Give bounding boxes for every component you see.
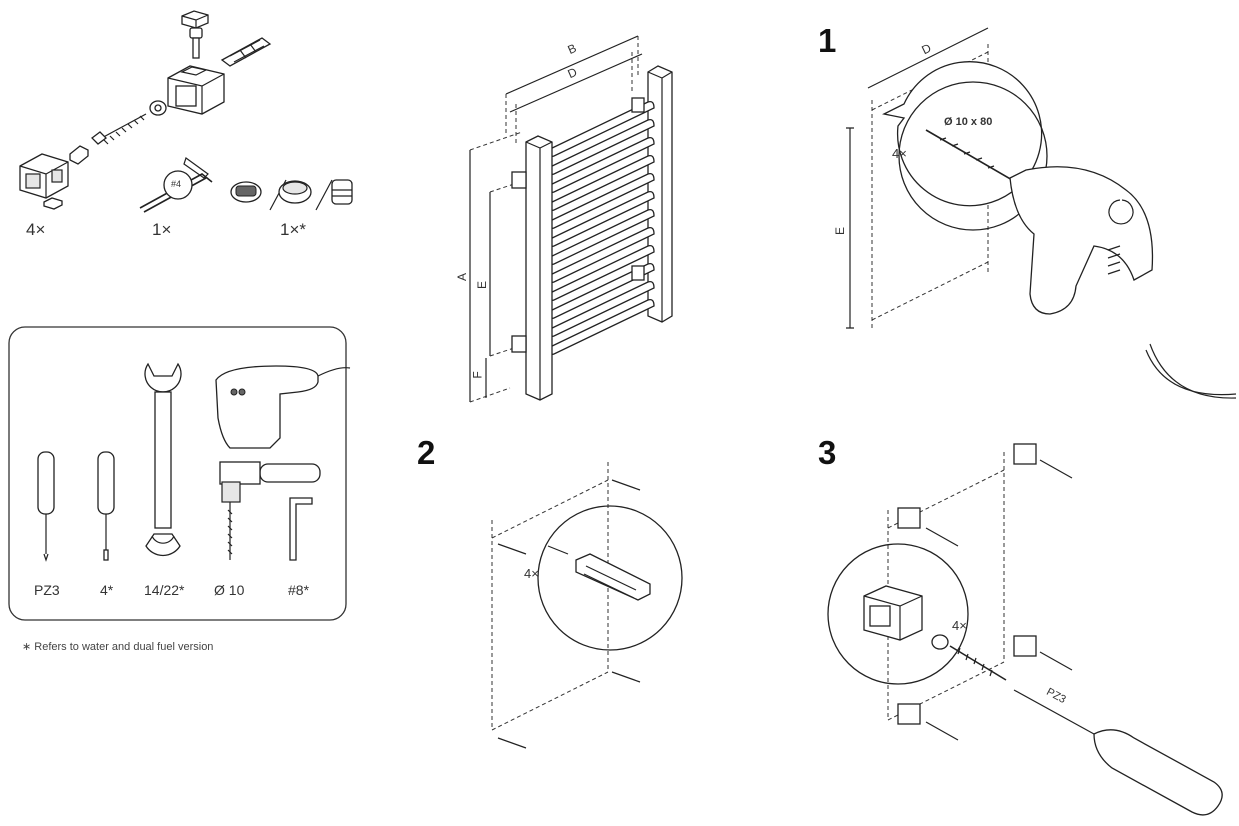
step3-drawing xyxy=(827,443,1223,816)
step2-quantity: 4× xyxy=(524,566,539,581)
tool-label-flat: 4* xyxy=(100,582,114,598)
flat-screwdriver-icon xyxy=(97,451,115,561)
allen-key-size-label: #4 xyxy=(171,179,182,189)
allen-key-part xyxy=(139,157,213,213)
tool-label-pz3: PZ3 xyxy=(34,582,60,598)
wrench-icon xyxy=(144,362,182,557)
step1-quantity: 4× xyxy=(892,146,907,161)
step3-quantity: 4× xyxy=(952,618,967,633)
step-1-number: 1 xyxy=(818,22,837,59)
footnote: ∗ Refers to water and dual fuel version xyxy=(22,641,214,653)
step1-drill-size: Ø 10 x 80 xyxy=(944,116,993,128)
tool-label-wrench: 14/22* xyxy=(144,582,185,598)
radiator-rungs xyxy=(547,100,655,356)
allen-key-quantity: 1× xyxy=(152,220,172,239)
step1-drawing xyxy=(846,27,1237,399)
dimension-e-label: E xyxy=(475,280,490,290)
tool-label-drill: Ø 10 xyxy=(214,582,245,598)
bracket-quantity: 4× xyxy=(26,220,46,239)
tool-label-allen: #8* xyxy=(288,582,310,598)
valve-quantity: 1×* xyxy=(280,220,306,239)
valve-parts xyxy=(230,179,353,211)
step-2-number: 2 xyxy=(417,434,436,471)
step1-e-label: E xyxy=(833,226,848,236)
dimension-f-label: F xyxy=(470,371,485,379)
tools-box xyxy=(8,326,347,621)
hex-key-icon xyxy=(289,497,313,561)
step2-drawing xyxy=(491,462,683,749)
pz-screwdriver-icon xyxy=(37,451,55,562)
step-3-number: 3 xyxy=(818,434,837,471)
bracket-assembly-parts xyxy=(19,10,272,210)
radiator-dimensions-drawing xyxy=(469,35,673,403)
power-drill-icon xyxy=(215,365,351,560)
dimension-a-label: A xyxy=(455,272,470,282)
